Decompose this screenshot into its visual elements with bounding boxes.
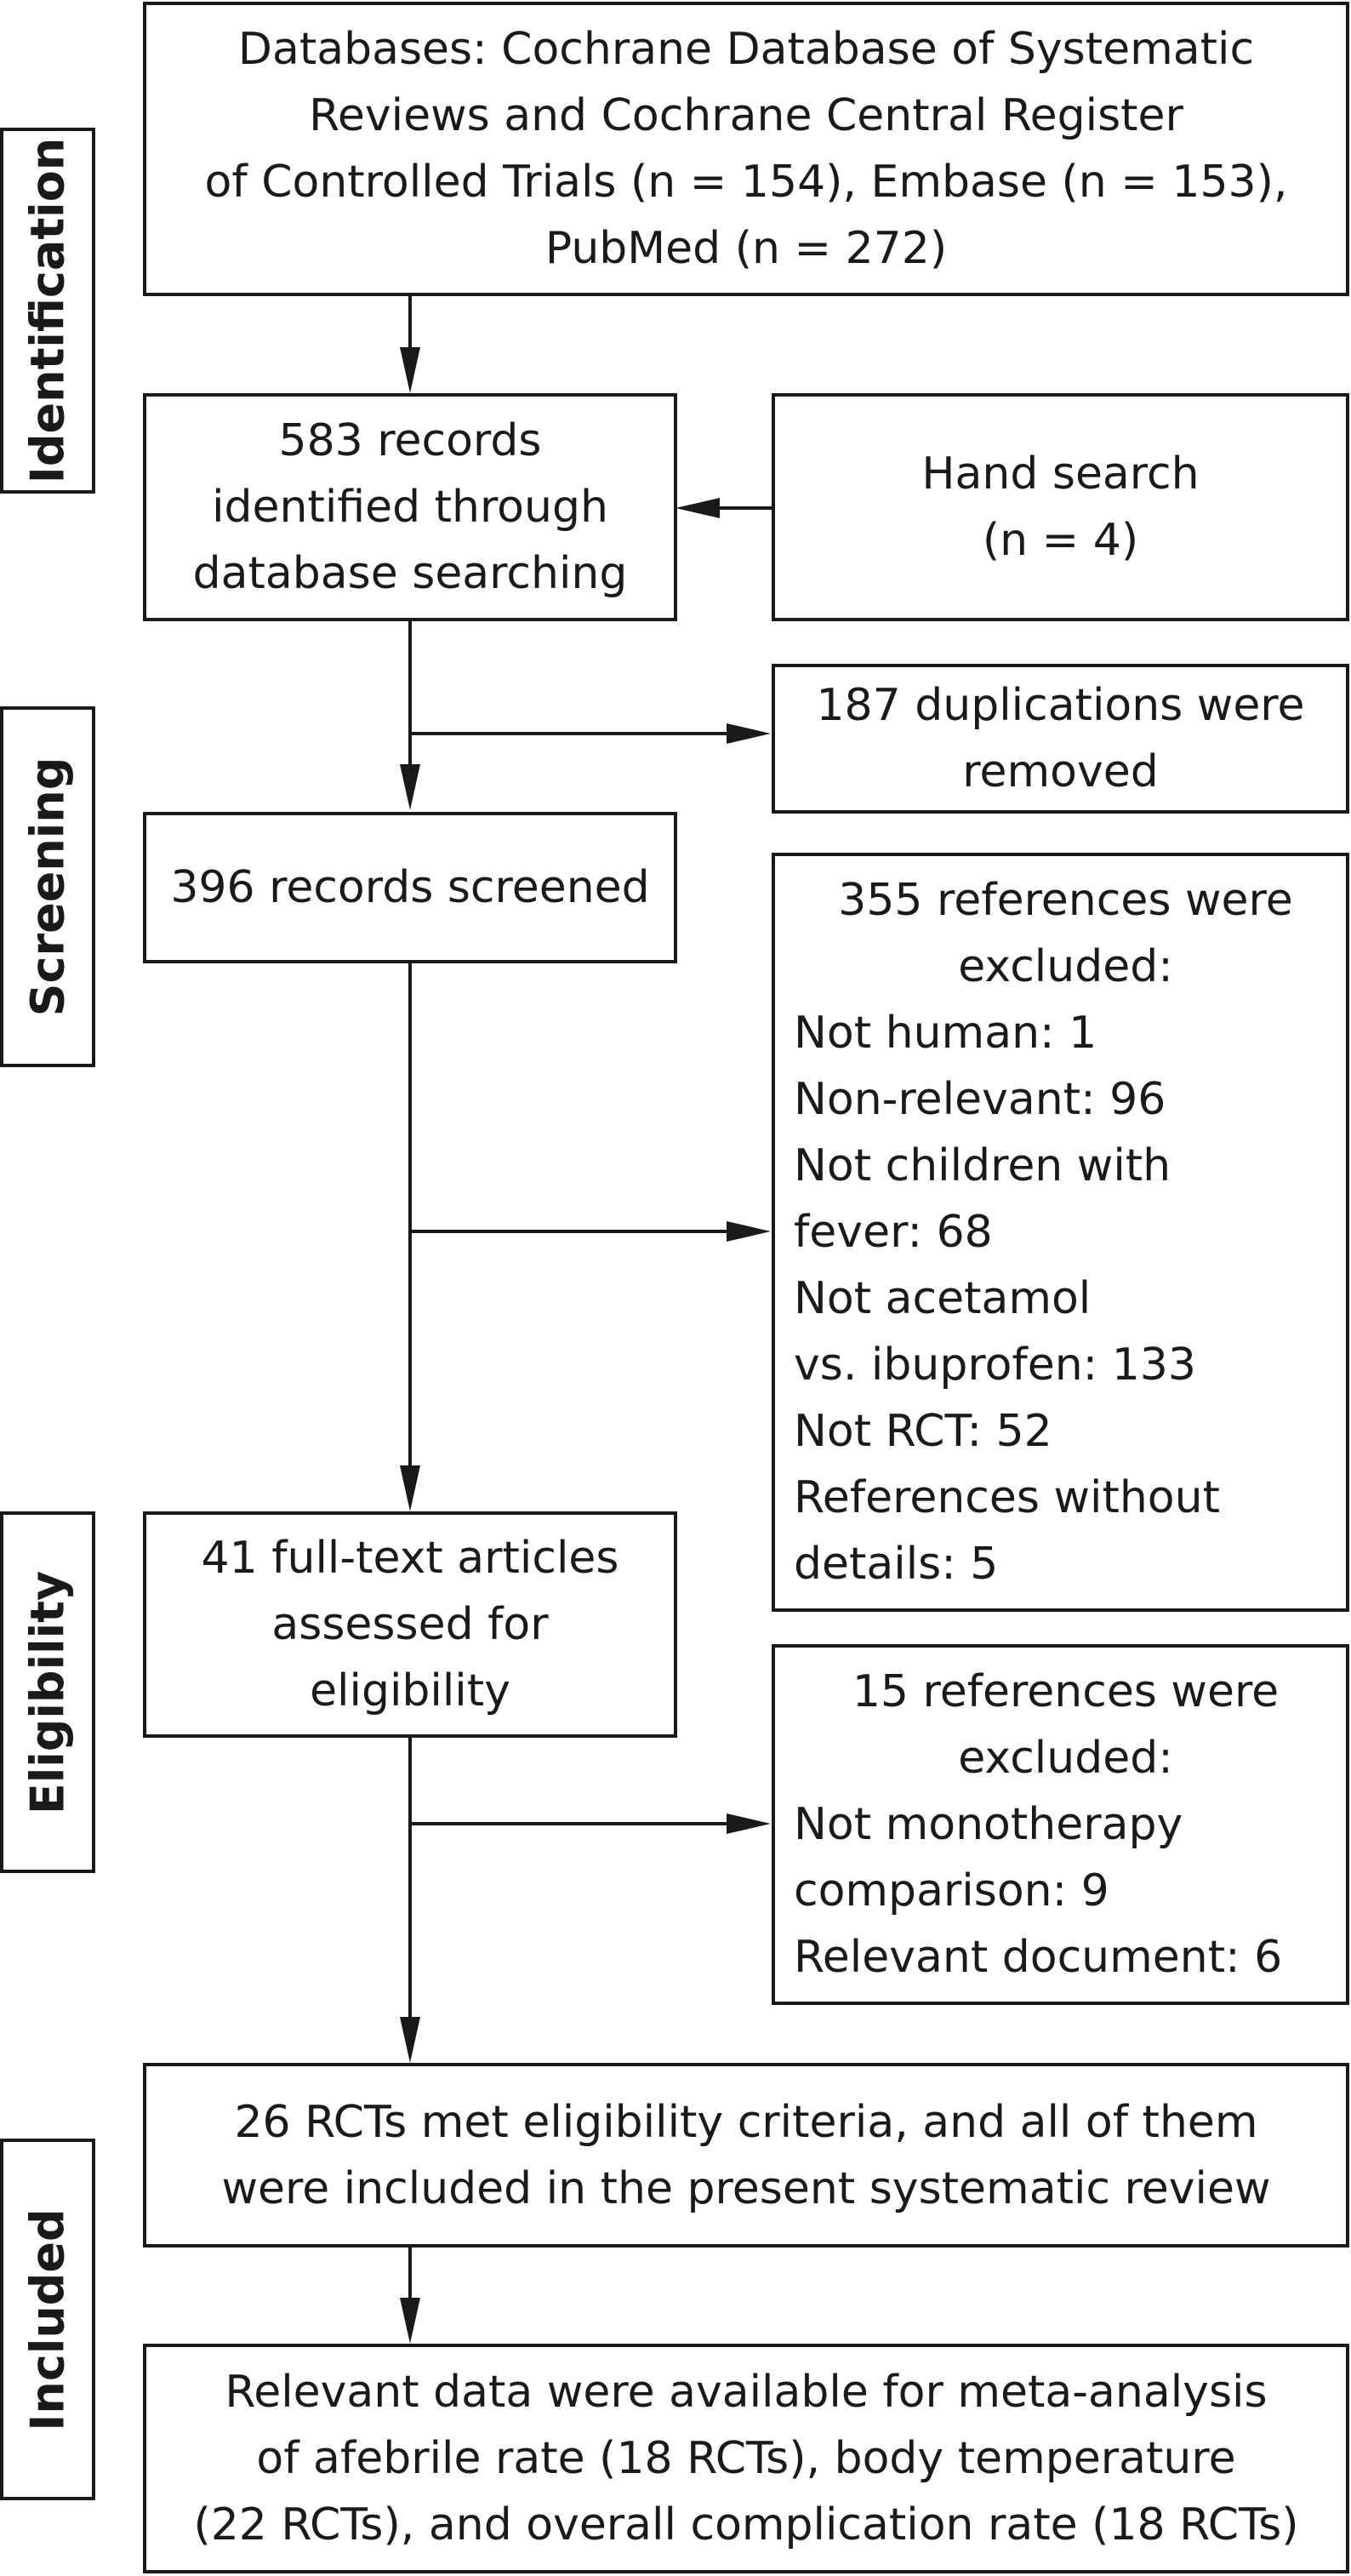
exclusion-reason: Not monotherapy [794,1799,1183,1850]
exclusion-reason: details: 5 [794,1539,999,1590]
exclusion-reason: Relevant document: 6 [794,1932,1283,1983]
meta-analysis-box: Relevant data were available for meta-an… [143,2344,1349,2573]
exclusion-reason: Not RCT: 52 [794,1406,1052,1457]
exclusion-reason: Not children with [794,1140,1171,1191]
exclusion-reason: Non-relevant: 96 [794,1074,1166,1125]
identified-box: 583 records identified through database … [143,393,677,621]
exclusion-reason: vs. ibuprofen: 133 [794,1339,1196,1391]
exclusion-reason: comparison: 9 [794,1865,1109,1916]
exclusion-reason: References without [794,1472,1220,1523]
exclusion-reason: Not acetamol [794,1273,1092,1324]
databases-box: Databases: Cochrane Database of Systemat… [143,2,1349,296]
exclusion-reason: fever: 68 [794,1207,993,1258]
included-box: 26 RCTs met eligibility criteria, and al… [143,2063,1349,2248]
stage-eligibility: Eligibility [0,1511,95,1873]
excluded-full-box: 15 references were excluded: Not monothe… [772,1644,1349,2005]
exclusion-reason: Not human: 1 [794,1008,1097,1059]
excluded-screen-box: 355 references were excluded: Not human:… [772,853,1349,1612]
hand-search-box: Hand search (n = 4) [772,393,1349,621]
stage-screening: Screening [0,706,95,1067]
full-text-box: 41 full-text articles assessed for eligi… [143,1511,677,1738]
screened-box: 396 records screened [143,812,677,963]
stage-included: Included [0,2139,95,2500]
stage-identification: Identification [0,128,95,494]
duplicates-box: 187 duplications were removed [772,664,1349,814]
